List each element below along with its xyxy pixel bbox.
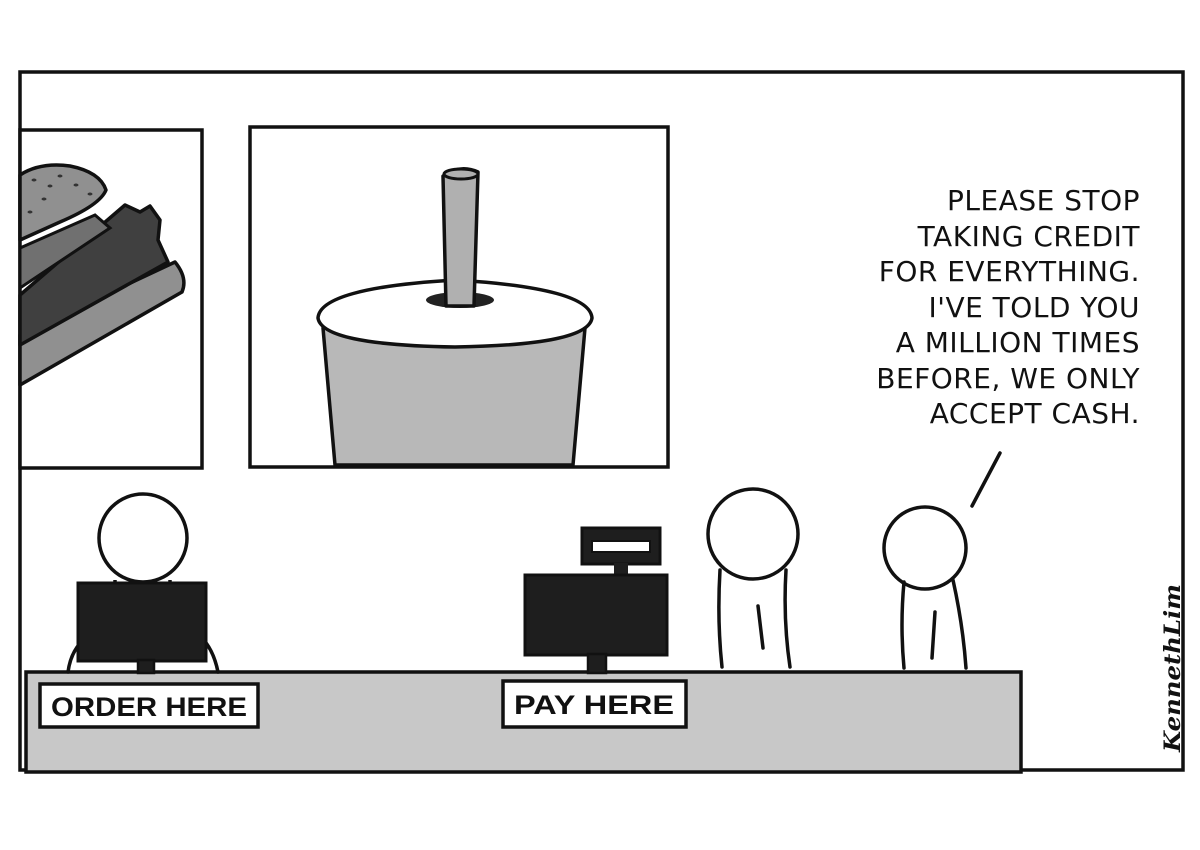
- order-here-label: ORDER HERE: [51, 692, 247, 722]
- speech-line: ACCEPT CASH.: [929, 397, 1140, 430]
- cashier-head: [97, 492, 189, 584]
- customer-one-head: [706, 487, 800, 581]
- burger-cheese: [18, 213, 113, 291]
- speech-line: BEFORE, WE ONLY: [876, 361, 1140, 395]
- pay-here-sign: PAY HERE: [501, 679, 688, 729]
- customer-two-head: [882, 505, 968, 591]
- order-here-sign: ORDER HERE: [38, 682, 260, 729]
- speech-bubble-text: PLEASE STOP TAKING CREDIT FOR EVERYTHING…: [790, 183, 1140, 432]
- speech-line: A MILLION TIMES: [895, 326, 1140, 359]
- speech-line: PLEASE STOP: [947, 184, 1140, 217]
- order-monitor: [76, 581, 208, 675]
- burger-bun-bottom: [18, 260, 186, 387]
- cash-register: [523, 526, 669, 675]
- burger-bun-top: [18, 163, 108, 242]
- speech-line: TAKING CREDIT: [917, 219, 1140, 253]
- speech-line: FOR EVERYTHING.: [878, 255, 1140, 288]
- pay-here-label: PAY HERE: [514, 690, 674, 720]
- register-monitor: [523, 573, 669, 657]
- speech-line: I'VE TOLD YOU: [928, 290, 1140, 324]
- artist-signature: KennethLim: [1160, 584, 1186, 753]
- speech-pointer: [970, 451, 1002, 508]
- customer-one: [706, 487, 800, 669]
- sesame-seeds: [27, 174, 93, 214]
- drink-poster: [248, 125, 670, 469]
- drinking-straw: [441, 167, 480, 308]
- customer-two: [882, 505, 968, 670]
- cup-lid: [316, 278, 594, 349]
- burger-poster: [18, 128, 204, 470]
- burger-patty: [18, 203, 170, 347]
